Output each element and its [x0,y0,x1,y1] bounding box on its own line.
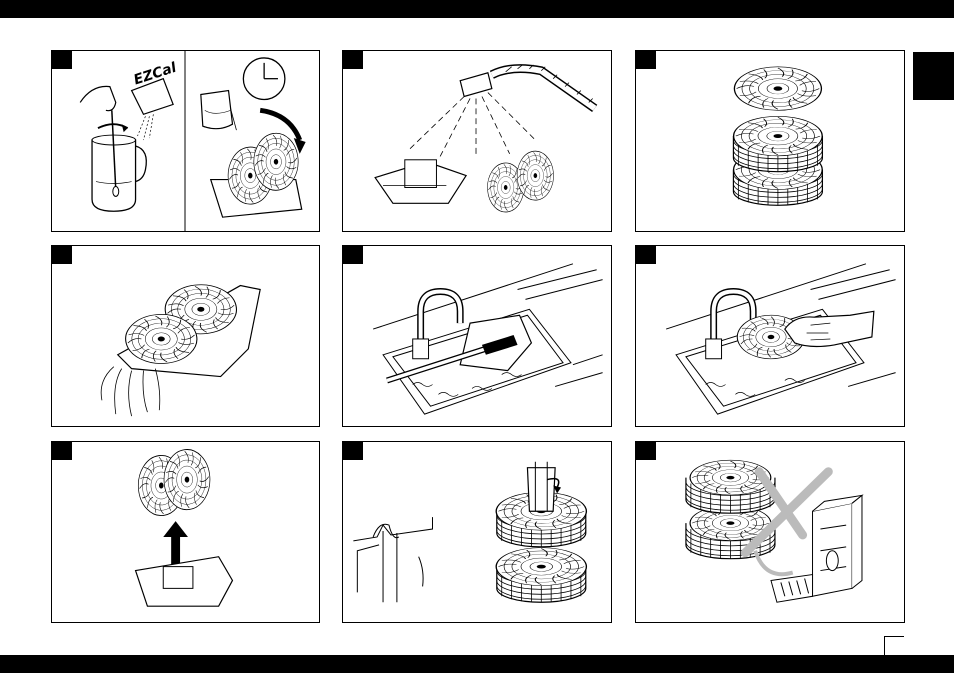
top-bar [0,0,954,18]
bottom-bar [0,655,954,673]
descale-solution-illustration: EZCal [52,51,319,231]
step-panel-wipe-disc-in-sink [635,245,905,427]
drain-tray-illustration [52,246,319,426]
hand [80,86,116,110]
disc-stack-illustration [636,51,904,231]
step-panel-drain-tray [51,245,320,427]
water-spray [409,93,536,160]
step-panel-lift-discs-from-tray [51,441,320,623]
step-panel-disc-stack [635,50,905,232]
tray-with-discs [211,130,302,218]
spindle [527,462,555,511]
tray [375,160,466,204]
measuring-jug [201,91,237,131]
wipe-disc-in-sink-illustration [636,246,904,426]
sachet: EZCal [132,60,179,140]
tray [136,557,233,606]
dripping-water [101,367,160,416]
step-panel-rinse-under-shower [342,50,612,232]
reassemble-disc-stack-illustration [343,442,611,622]
brush-tray-in-sink-illustration [343,246,611,426]
step-panel-brush-tray-in-sink [342,245,612,427]
clock-icon [243,58,285,100]
spindle-holder [353,517,432,602]
no-dishwasher-illustration [636,442,904,622]
step-panel-descale-solution: EZCal [51,50,320,232]
lift-discs-from-tray-illustration [52,442,319,622]
step-panel-no-dishwasher [635,441,905,623]
rinse-under-shower-illustration [343,51,611,231]
step-panel-reassemble-disc-stack [342,441,612,623]
page-number-box [884,636,904,655]
section-tab [913,52,954,100]
shower-icon [460,65,595,109]
up-arrow-icon [163,521,188,565]
